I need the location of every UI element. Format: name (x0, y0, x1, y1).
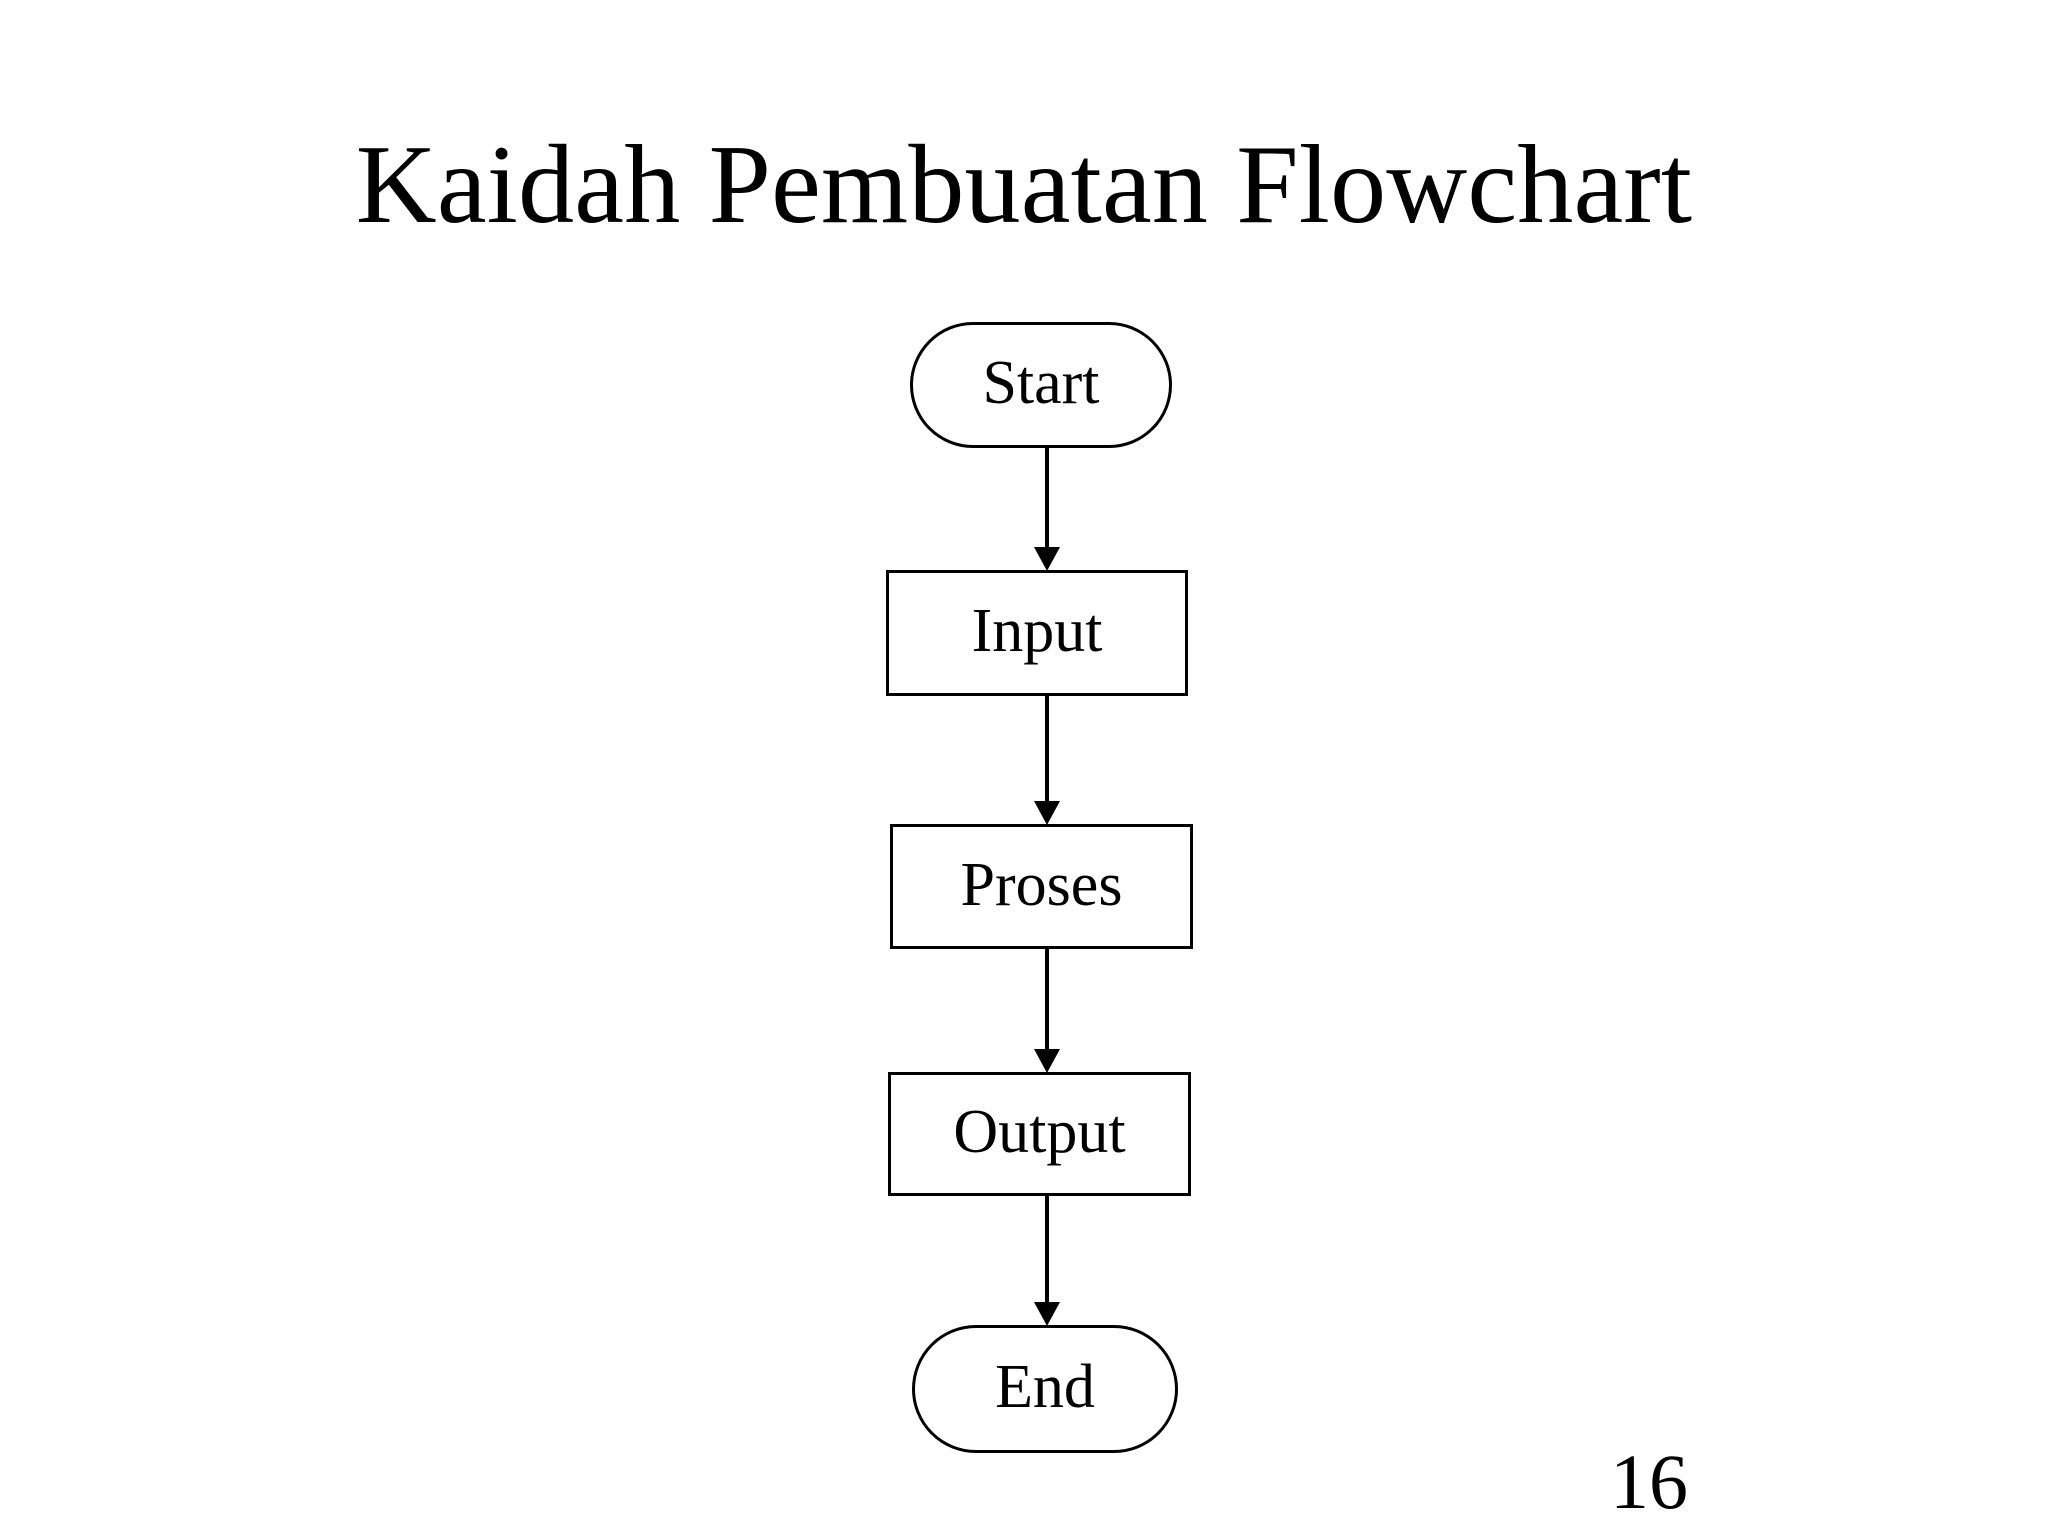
flow-node-start[interactable]: Start (910, 322, 1172, 448)
arrow-shaft-icon (1045, 447, 1049, 547)
flow-node-start-label: Start (982, 349, 1100, 417)
flow-arrow-input-to-proses (1034, 695, 1060, 825)
flow-node-proses-label: Proses (960, 850, 1123, 919)
arrow-shaft-icon (1045, 948, 1049, 1049)
flow-node-end-label: End (995, 1353, 1095, 1421)
arrow-head-down-icon (1034, 1302, 1060, 1326)
page-title: Kaidah Pembuatan Flowchart (355, 123, 1693, 248)
flow-node-end[interactable]: End (912, 1325, 1178, 1453)
flow-arrow-start-to-input (1034, 447, 1060, 571)
flow-node-proses[interactable]: Proses (890, 824, 1193, 949)
flow-node-input[interactable]: Input (886, 570, 1188, 696)
arrow-head-down-icon (1034, 1049, 1060, 1073)
flow-arrow-output-to-end (1034, 1196, 1060, 1326)
flow-arrow-proses-to-output (1034, 948, 1060, 1073)
flow-node-input-label: Input (971, 597, 1103, 665)
page-number: 16 (1610, 1438, 1688, 1525)
arrow-head-down-icon (1034, 547, 1060, 571)
flow-node-output[interactable]: Output (888, 1072, 1191, 1196)
arrow-shaft-icon (1045, 1196, 1049, 1302)
arrow-shaft-icon (1045, 695, 1049, 801)
arrow-head-down-icon (1034, 801, 1060, 825)
flow-node-output-label: Output (953, 1098, 1126, 1166)
